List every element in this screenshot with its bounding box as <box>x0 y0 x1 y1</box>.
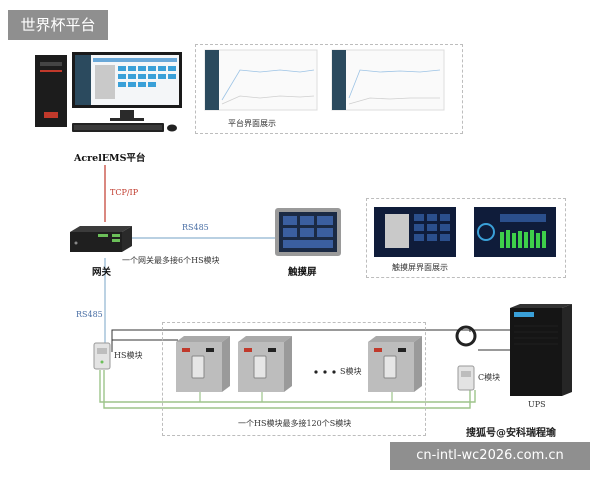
green-bus-2 <box>103 370 471 409</box>
tcp-label: TCP/IP <box>110 188 139 197</box>
c-module-icon <box>457 365 475 391</box>
rs485-top-label: RS485 <box>182 223 209 232</box>
bottom-badge: cn-intl-wc2026.com.cn <box>390 442 590 470</box>
dark-bus-top <box>111 329 471 352</box>
touchscreen-icon <box>275 208 341 256</box>
touch-ui-group <box>366 198 566 278</box>
hs-note: 一个HS模块最多接120个S模块 <box>238 419 352 428</box>
watermark-text: 搜狐号@安科瑞程瑜 <box>466 428 556 439</box>
current-sensor-icon <box>455 325 477 347</box>
battery-group <box>162 322 426 436</box>
green-bus-1 <box>99 370 476 403</box>
mouse-icon <box>167 124 177 132</box>
monitor-icon <box>72 52 182 121</box>
gateway-label: 网关 <box>92 267 112 278</box>
battery-icon-3 <box>368 336 422 392</box>
s-module-label: S模块 <box>340 367 362 376</box>
battery-icon-2 <box>238 336 292 392</box>
touch-ui-label: 触摸屏界面展示 <box>392 263 448 272</box>
ups-label: UPS <box>528 400 546 409</box>
touchscreen-label: 触摸屏 <box>288 267 317 278</box>
platform-ui-label: 平台界面展示 <box>228 119 276 128</box>
gateway-icon <box>70 226 132 252</box>
battery-icon-1 <box>176 336 230 392</box>
hs-module-icon <box>93 342 111 370</box>
ups-cabinet-icon <box>510 304 572 396</box>
platform-ui-screen-1 <box>204 49 318 111</box>
top-badge: 世界杯平台 <box>8 10 108 40</box>
computer-tower-icon <box>35 55 67 127</box>
platform-label: AcrelEMS平台 <box>74 153 146 164</box>
c-module-label: C模块 <box>478 373 501 382</box>
rs485-left-label: RS485 <box>76 310 103 319</box>
touch-ui-screen-1 <box>374 207 456 257</box>
platform-ui-screen-2 <box>331 49 445 111</box>
gateway-note: 一个网关最多接6个HS模块 <box>122 256 220 265</box>
ellipsis-dots <box>314 370 336 374</box>
keyboard-icon <box>72 123 164 132</box>
platform-ui-group <box>195 44 463 134</box>
hs-module-label: HS模块 <box>114 351 143 360</box>
touch-ui-screen-2 <box>474 207 556 257</box>
